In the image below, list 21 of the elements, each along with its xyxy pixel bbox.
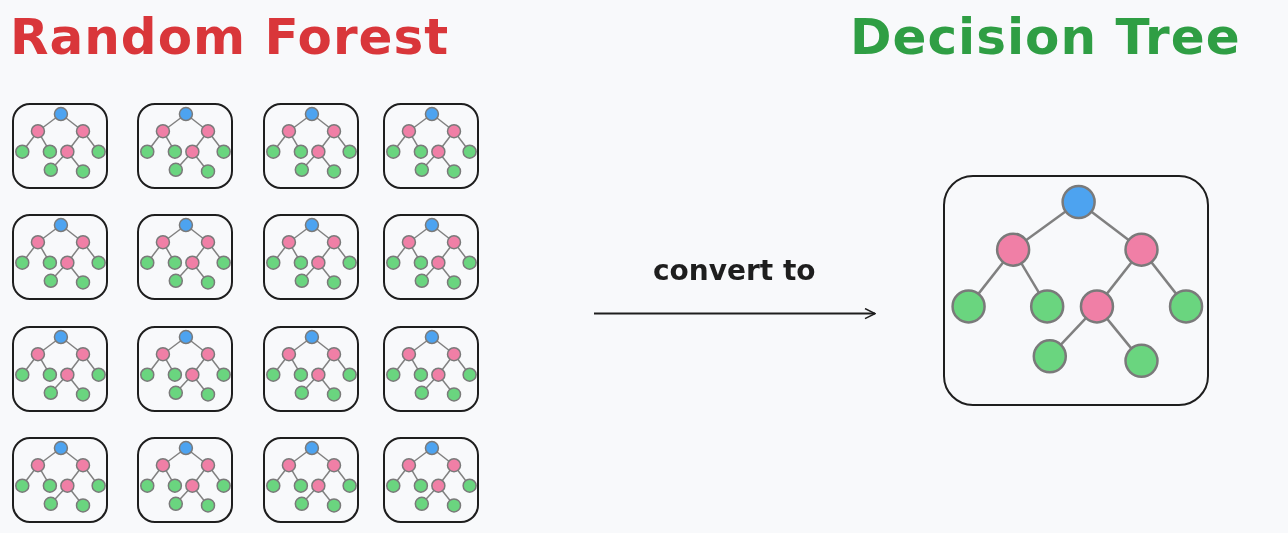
tree-card xyxy=(383,214,479,300)
tree-card xyxy=(137,437,233,523)
arrow xyxy=(593,307,876,320)
tree-card xyxy=(137,326,233,412)
tree-card xyxy=(12,214,108,300)
tree-card xyxy=(263,103,359,189)
tree-card xyxy=(263,214,359,300)
tree-card xyxy=(383,326,479,412)
heading: Random Forest xyxy=(10,8,450,66)
tree-card xyxy=(263,437,359,523)
tree-card xyxy=(137,103,233,189)
tree-card xyxy=(383,437,479,523)
tree-card xyxy=(12,326,108,412)
tree-card xyxy=(12,103,108,189)
tree-card xyxy=(137,214,233,300)
tree-card xyxy=(943,175,1209,406)
tree-card xyxy=(383,103,479,189)
edge-label: convert to xyxy=(653,253,816,287)
tree-card xyxy=(12,437,108,523)
tree-card xyxy=(263,326,359,412)
heading: Decision Tree xyxy=(850,8,1241,66)
